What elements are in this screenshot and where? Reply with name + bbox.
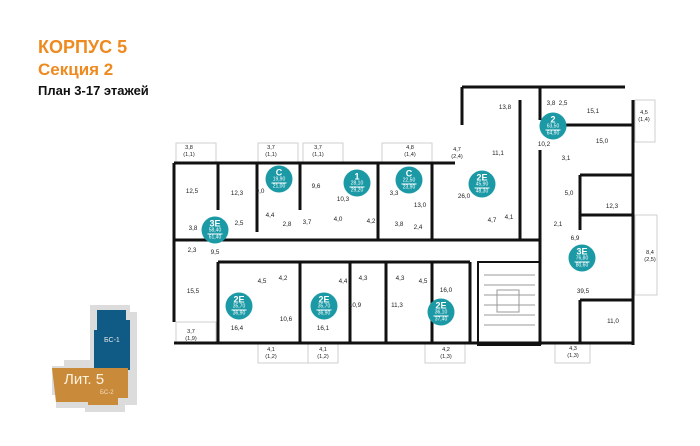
- room-area: 15,1: [586, 107, 600, 115]
- room-area: 3,8: [546, 99, 556, 107]
- room-area: 3,1: [561, 154, 571, 162]
- room-area: 39,5: [576, 287, 590, 295]
- room-area: 10,2: [537, 140, 551, 148]
- room-area: 11,3: [391, 301, 403, 309]
- minimap-shapes: [52, 305, 137, 412]
- balcony-label: 4,2(1,3): [440, 347, 452, 360]
- room-area: 4,0: [333, 215, 343, 223]
- room-area: 16,4: [230, 324, 244, 332]
- room-area: 3,8: [188, 224, 198, 232]
- room-area: 12,5: [185, 187, 199, 195]
- room-area: 11,1: [492, 149, 504, 157]
- room-area: 11,0: [607, 317, 619, 325]
- balcony-label: 3,7(1,1): [265, 145, 277, 158]
- room-area: 15,5: [186, 287, 200, 295]
- room-area: 2,3: [187, 246, 197, 254]
- room-area: 26,0: [457, 192, 471, 200]
- room-area: 4,4: [265, 211, 275, 219]
- room-area: 5,0: [564, 189, 574, 197]
- bs1-block: [94, 310, 130, 370]
- room-area: 4,5: [257, 277, 267, 285]
- room-area: 2,1: [553, 220, 563, 228]
- room-area: 15,0: [595, 137, 609, 145]
- room-area: 4,4: [338, 277, 348, 285]
- balcony-label: 3,7(1,1): [312, 145, 324, 158]
- stairs-core: [484, 274, 535, 326]
- room-area: 4,2: [366, 217, 376, 225]
- building-minimap: БС-1 Лит. 5 БС-2: [0, 0, 170, 446]
- building-title: КОРПУС 5: [38, 37, 128, 57]
- balcony-label: 4,5(1,4): [638, 110, 650, 123]
- room-area: 3,3: [389, 189, 399, 197]
- room-area: 2,4: [413, 223, 423, 231]
- walls: [172, 85, 635, 346]
- bs2-label: БС-2: [100, 390, 114, 396]
- room-area: 10,3: [336, 195, 350, 203]
- balcony-label: 4,3(1,3): [567, 346, 579, 359]
- room-area: 2,5: [234, 219, 244, 227]
- room-area: 10,6: [279, 315, 293, 323]
- bs1-label: БС-1: [104, 337, 120, 344]
- balcony-label: 4,1(1,2): [317, 347, 329, 360]
- plan-subtitle: План 3-17 этажей: [38, 83, 149, 98]
- room-area: 2,5: [558, 99, 568, 107]
- room-area: 4,1: [504, 213, 514, 221]
- room-area: 13,0: [413, 201, 427, 209]
- balcony-label: 4,1(1,2): [265, 347, 277, 360]
- section-title: Секция 2: [38, 60, 114, 79]
- room-area: 9,5: [210, 248, 220, 256]
- room-area: 4,3: [358, 274, 368, 282]
- room-area: 3,7: [302, 218, 312, 226]
- room-area: 3,8: [394, 220, 404, 228]
- room-area: 10,9: [348, 301, 362, 309]
- room-area: 16,1: [316, 324, 330, 332]
- balcony-label: 3,8(1,1): [183, 145, 195, 158]
- room-area: 6,9: [570, 234, 580, 242]
- room-area: 13,8: [498, 103, 512, 111]
- balcony-label: 3,7(1,9): [185, 329, 197, 342]
- lit-label: Лит. 5: [64, 371, 105, 388]
- room-area: 12,3: [605, 202, 619, 210]
- room-area: 9,6: [311, 182, 321, 190]
- room-area: 2,8: [282, 220, 292, 228]
- bs2-lit-block: [52, 368, 128, 405]
- room-area: 4,7: [487, 216, 497, 224]
- room-area: 4,5: [418, 277, 428, 285]
- balcony-label: 4,7(2,4): [451, 147, 463, 160]
- room-area: 4,2: [278, 274, 288, 282]
- room-area: 4,3: [395, 274, 405, 282]
- room-area: 9,0: [255, 187, 265, 195]
- balcony-label: 4,8(1,4): [404, 145, 416, 158]
- balconies-outline: [175, 99, 658, 364]
- room-area: 12,3: [230, 189, 244, 197]
- balcony-label: 8,4(2,5): [644, 250, 656, 263]
- room-area: 16,0: [439, 286, 453, 294]
